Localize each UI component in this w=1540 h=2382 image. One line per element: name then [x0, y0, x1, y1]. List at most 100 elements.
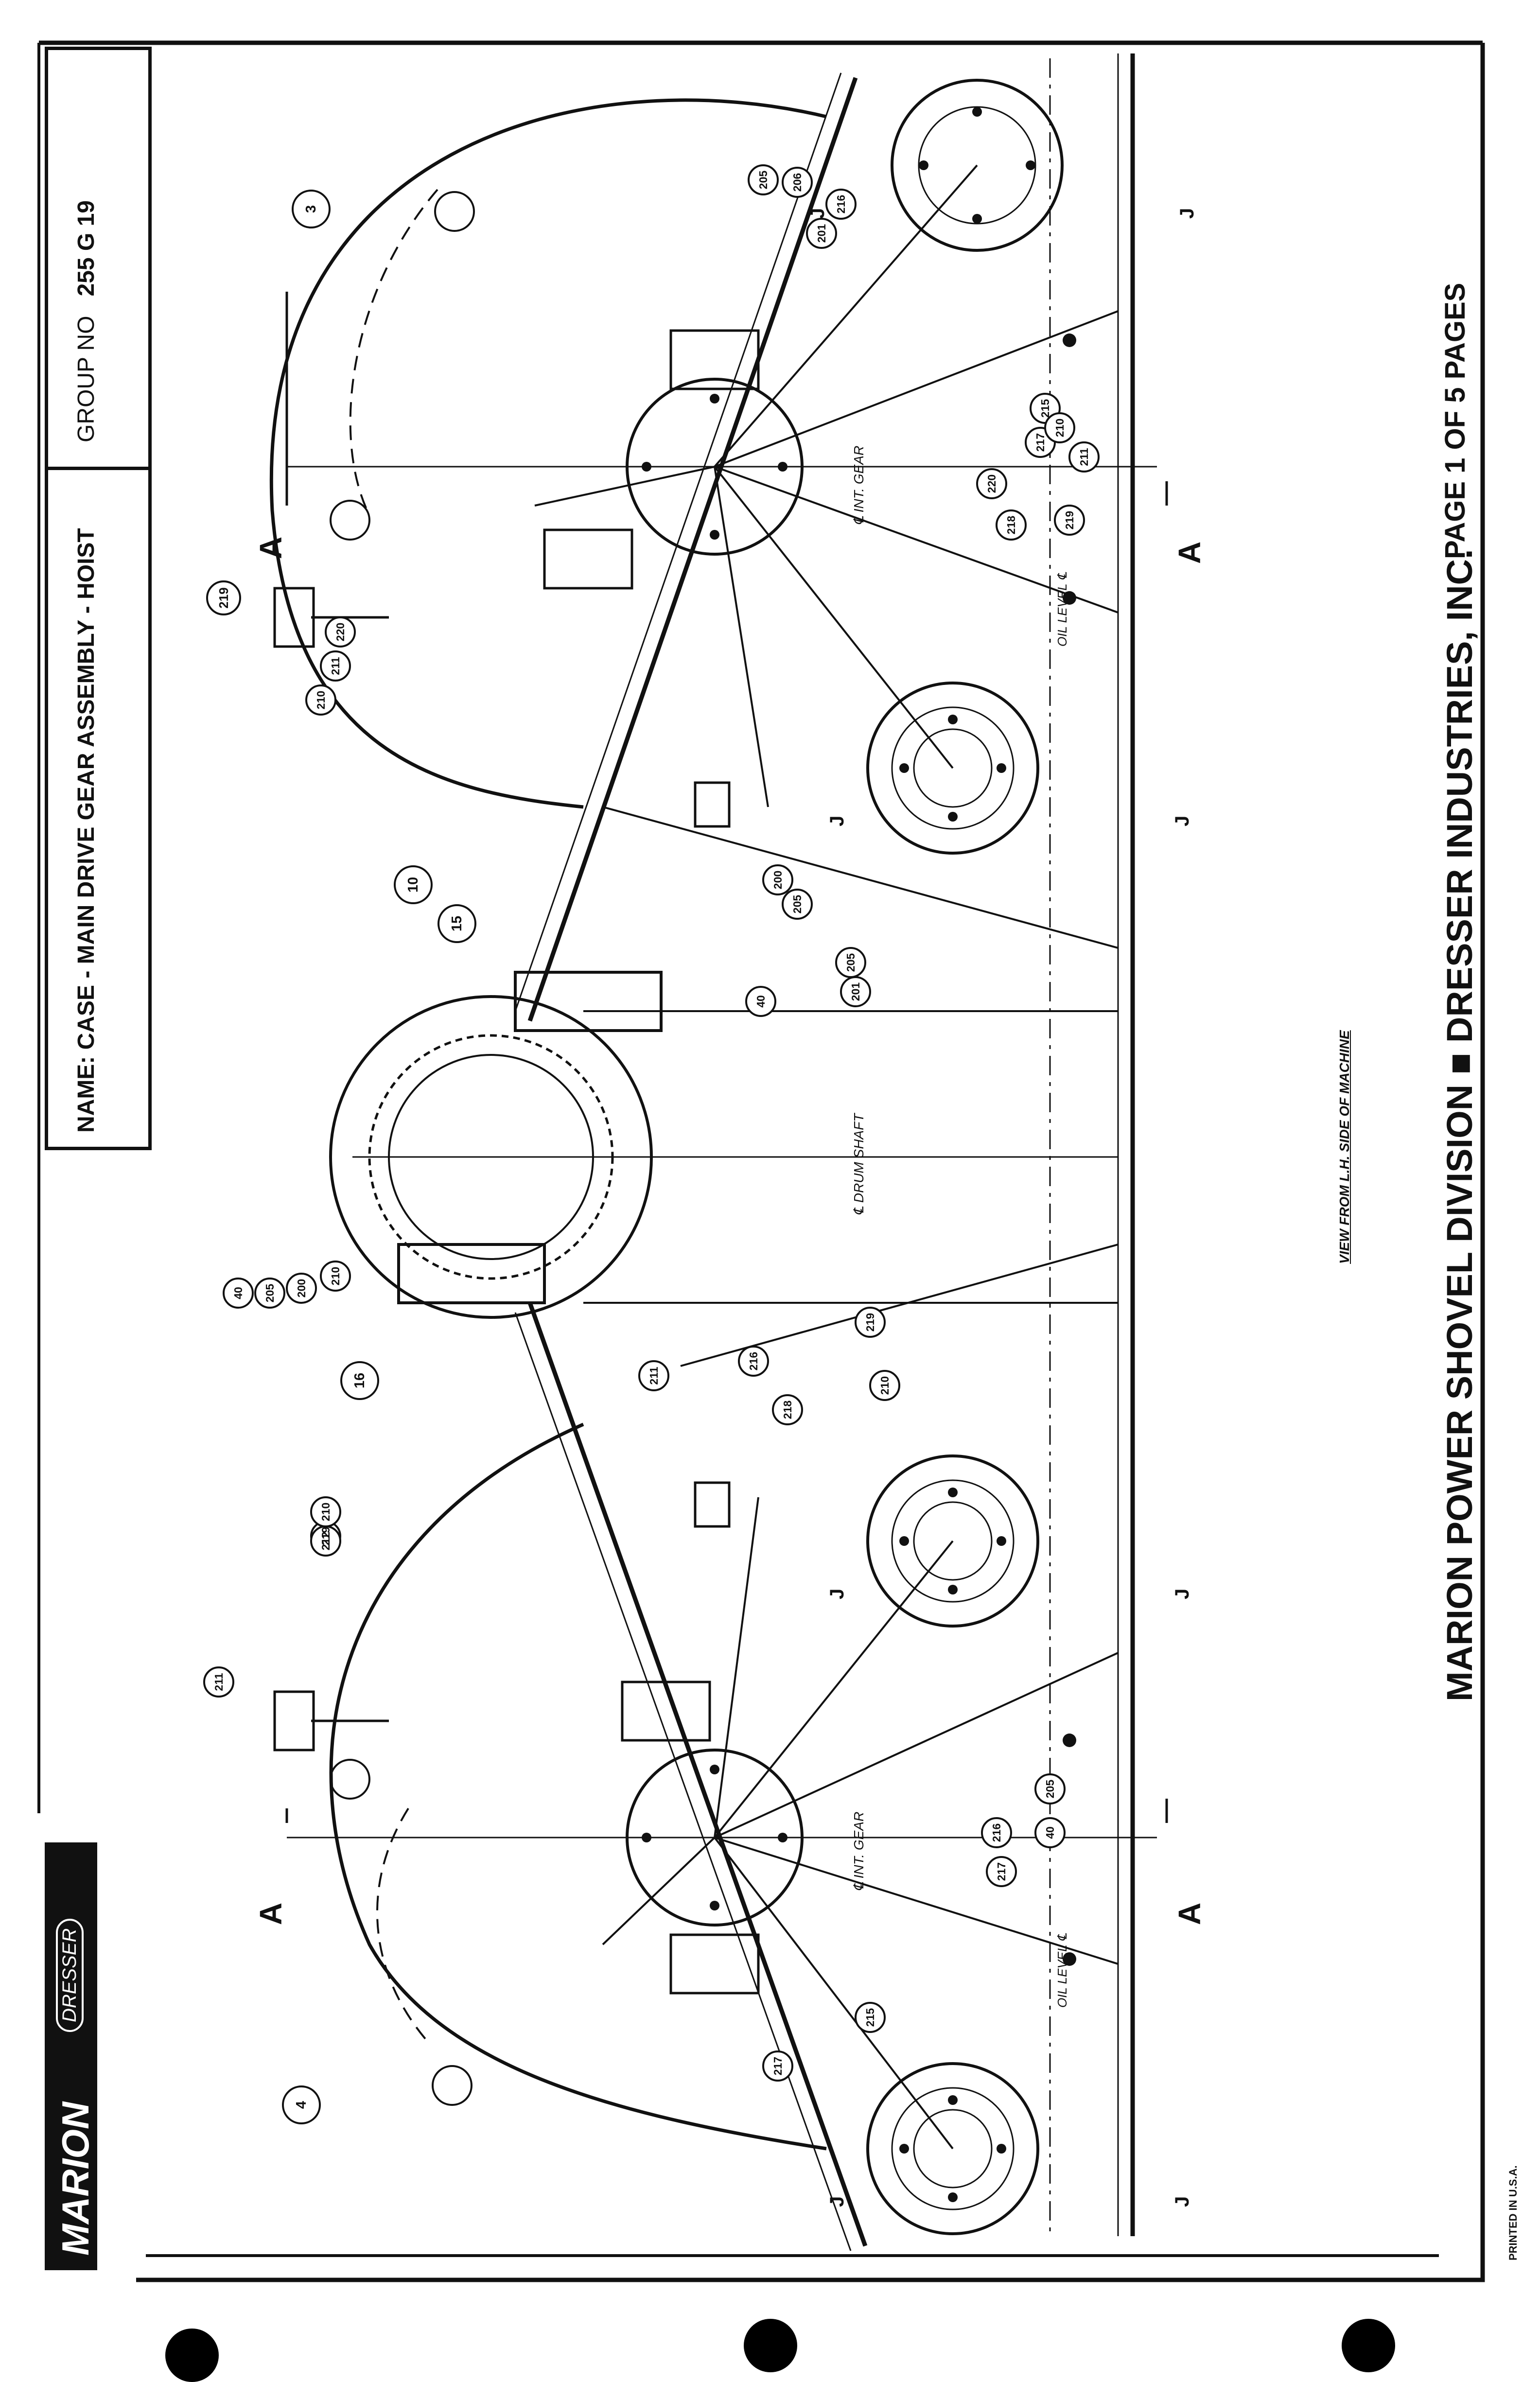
- centerlines: [287, 58, 1157, 2236]
- callout-label-3: 3: [303, 205, 319, 213]
- callout-label-40: 40: [231, 1287, 245, 1299]
- group-value: 255 G 19: [73, 200, 99, 297]
- int-gear-bearing-lower-2: [669, 1933, 760, 1995]
- cover-pin-upper-2: [330, 500, 370, 541]
- int-gear-label-left: ℄ INT. GEAR: [851, 1812, 867, 1891]
- section-mark-j-text: J: [826, 2196, 848, 2207]
- callout-label-16: 16: [351, 1372, 368, 1389]
- callout-label-205: 205: [756, 170, 770, 190]
- callout-label-210: 210: [1053, 418, 1066, 438]
- callout-label-206: 206: [790, 173, 804, 192]
- oil-level-label-left: OIL LEVEL ℄: [1055, 1933, 1070, 2008]
- division-name: MARION POWER SHOVEL DIVISION: [1439, 1084, 1480, 1701]
- callout-label-15: 15: [449, 915, 465, 932]
- callout-label-211: 211: [212, 1673, 225, 1691]
- bolt-heads: [642, 107, 1076, 2202]
- pinion-bearing-3-inner: [891, 1479, 1015, 1603]
- callout-label-200: 200: [771, 870, 784, 890]
- pinion-bearing-3: [866, 1454, 1039, 1628]
- section-mark-j-text: J: [826, 815, 848, 826]
- callout-label-217: 217: [771, 2056, 784, 2076]
- drum-shaft-label-text: ℄ DRUM SHAFT: [851, 1113, 866, 1215]
- inspection-window-upper: [694, 781, 731, 828]
- upper-flange-inner: [514, 72, 842, 1012]
- pinion-bearing-3-core: [913, 1501, 993, 1581]
- section-mark-j-text: J: [1176, 208, 1198, 219]
- callout-label-210: 210: [319, 1502, 332, 1522]
- callout-label-10: 10: [405, 876, 421, 893]
- callout-label-40: 40: [1043, 1826, 1056, 1839]
- title-block-divider: [45, 467, 152, 470]
- int-gear-bearing-lower: [621, 1681, 711, 1742]
- section-mark-a: A: [253, 1903, 289, 1925]
- section-mark-j: J: [1172, 1589, 1193, 1599]
- breather-lower: [273, 1690, 315, 1751]
- callout-label-218: 218: [1004, 515, 1017, 535]
- lower-case-bow: [329, 1422, 827, 2151]
- callout-label-200: 200: [295, 1279, 308, 1298]
- section-mark-a-text: A: [253, 536, 288, 559]
- logo-sub-brand: DRESSER: [56, 1918, 84, 2032]
- section-mark-j: J: [826, 816, 848, 826]
- callout-label-211: 211: [329, 657, 342, 675]
- callout-balloons: [203, 164, 1100, 2124]
- printed-in-usa: PRINTED IN U.S.A.: [1507, 2165, 1520, 2260]
- section-mark-j-text: J: [807, 208, 828, 219]
- callout-label-211: 211: [1077, 448, 1090, 466]
- section-mark-a: A: [253, 537, 289, 559]
- drum-shaft-label: ℄ DRUM SHAFT: [851, 1114, 867, 1215]
- stiffener-ribs: [534, 164, 1119, 2150]
- drum-bearing-block-lower: [397, 1243, 546, 1304]
- section-mark-j: J: [826, 2196, 848, 2207]
- callout-label-216: 216: [990, 1823, 1003, 1842]
- callout-label-216: 216: [747, 1351, 760, 1371]
- section-mark-a: A: [1172, 1903, 1208, 1925]
- section-mark-a: A: [1172, 542, 1208, 564]
- cover-pin-lower-2: [330, 1759, 370, 1800]
- callout-label-201: 201: [849, 982, 862, 1001]
- callout-label-40: 40: [754, 995, 767, 1008]
- callout-label-219: 219: [863, 1313, 876, 1332]
- section-mark-j: J: [1172, 816, 1193, 826]
- callout-label-218: 218: [781, 1400, 794, 1419]
- logo-brand-text: MARION: [54, 2102, 97, 2256]
- int-gear-bearing-upper: [669, 329, 760, 390]
- section-mark-a-text: A: [1172, 541, 1207, 564]
- upper-case-bow: [269, 98, 827, 809]
- callout-label-210: 210: [329, 1266, 342, 1286]
- lower-flange: [527, 1302, 868, 2247]
- callout-label-205: 205: [1043, 1779, 1056, 1799]
- callout-label-211: 211: [647, 1366, 660, 1385]
- name-value: CASE - MAIN DRIVE GEAR ASSEMBLY - HOIST: [73, 528, 99, 1050]
- section-mark-a-text: A: [1172, 1902, 1207, 1925]
- section-lines: [285, 292, 1168, 1823]
- marion-logo: [45, 1842, 97, 2270]
- company-name: DRESSER INDUSTRIES, INC.: [1439, 549, 1480, 1043]
- int-gear-label-right: ℄ INT. GEAR: [851, 446, 867, 525]
- page-info-text: PAGE 1 OF 5 PAGES: [1439, 282, 1471, 559]
- section-mark-j-text: J: [1172, 1588, 1193, 1599]
- callout-label-215: 215: [863, 2008, 876, 2027]
- pinion-bearing-2-core: [913, 728, 993, 808]
- oil-level-label-right-text: OIL LEVEL ℄: [1055, 572, 1069, 647]
- title-block: [45, 47, 152, 1150]
- lower-flange-inner: [514, 1312, 852, 2251]
- logo-sub-brand-text: DRESSER: [59, 1928, 80, 2022]
- callout-label-216: 216: [834, 194, 847, 214]
- view-caption: VIEW FROM L.H. SIDE OF MACHINE: [1337, 1030, 1352, 1264]
- section-mark-j-text: J: [1172, 815, 1193, 826]
- sheet-border: [136, 43, 1485, 2282]
- section-mark-a-text: A: [253, 1902, 288, 1925]
- upper-cover-dashed: [349, 189, 438, 516]
- name-label-text: NAME: [73, 1064, 99, 1133]
- callout-label-210: 210: [878, 1376, 891, 1395]
- callout-label-212: 212: [319, 1531, 332, 1551]
- name-label: NAME: CASE - MAIN DRIVE GEAR ASSEMBLY - …: [73, 528, 100, 1133]
- callout-label-201: 201: [815, 224, 828, 243]
- section-mark-j: J: [1176, 208, 1198, 219]
- oil-level-label-left-text: OIL LEVEL ℄: [1055, 1933, 1069, 2008]
- pinion-bearing-4: [866, 2062, 1039, 2235]
- callout-label-217: 217: [995, 1862, 1008, 1881]
- upper-flange: [527, 77, 858, 1022]
- view-caption-text: VIEW FROM L.H. SIDE OF MACHINE: [1337, 1030, 1352, 1264]
